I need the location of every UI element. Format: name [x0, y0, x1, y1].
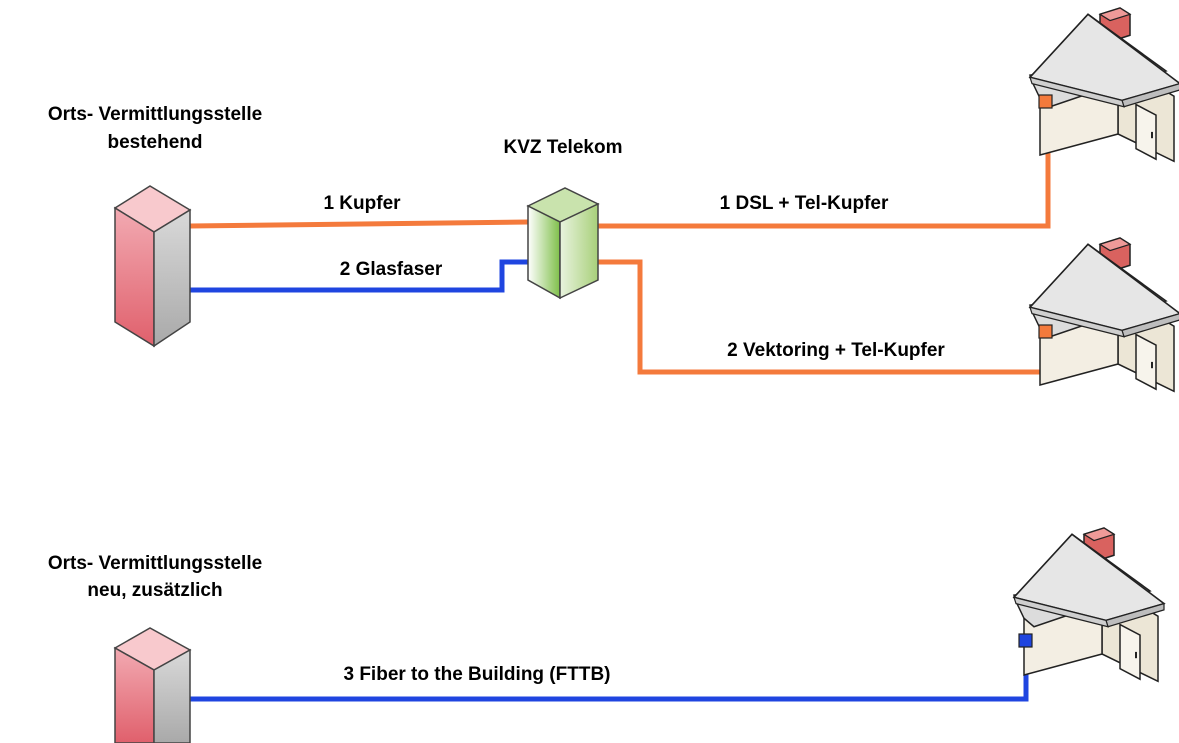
exchange-existing-label-line1: Orts- Vermittlungsstelle: [47, 104, 263, 125]
fttb-link-label: 3 Fiber to the Building (FTTB): [343, 664, 611, 685]
exchange-new-label-line1: Orts- Vermittlungsstelle: [47, 553, 263, 574]
connection-port-1: [1038, 94, 1053, 109]
fiber-link-label: 2 Glasfaser: [339, 259, 443, 280]
fiber-line-exchange-kvz: [190, 259, 528, 293]
connection-port-3: [1018, 633, 1033, 648]
exchange-new-box: [113, 627, 192, 743]
kvz-label: KVZ Telekom: [503, 137, 623, 158]
copper-line-exchange-kvz: [189, 219, 529, 229]
kvz-cabinet-box: [526, 187, 600, 300]
copper-link-label: 1 Kupfer: [323, 193, 401, 214]
exchange-existing-label-line2: bestehend: [107, 132, 203, 153]
exchange-existing-box: [113, 185, 192, 348]
vectoring-link-label: 2 Vektoring + Tel-Kupfer: [727, 340, 945, 361]
connection-port-2: [1038, 324, 1053, 339]
dsl-link-label: 1 DSL + Tel-Kupfer: [719, 193, 889, 214]
house-icon-1: [1028, 6, 1179, 163]
house-icon-2: [1028, 236, 1179, 393]
house-icon-3: [1012, 526, 1166, 683]
exchange-new-label-line2: neu, zusätzlich: [87, 580, 223, 601]
